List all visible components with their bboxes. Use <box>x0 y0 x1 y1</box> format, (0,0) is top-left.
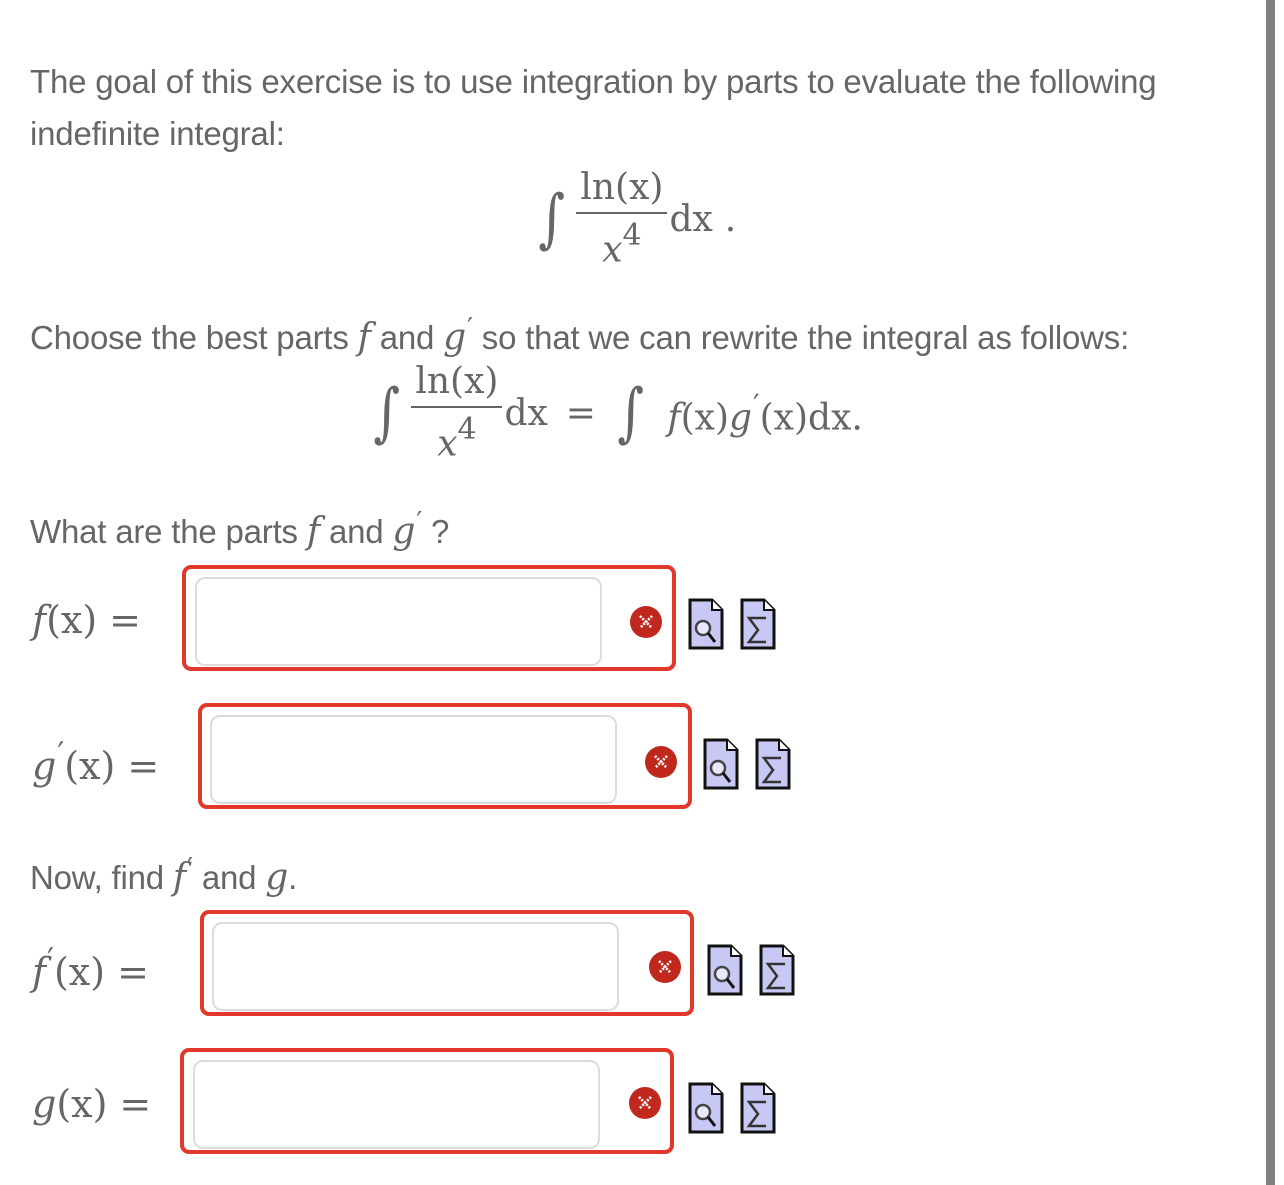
period: . <box>724 198 737 240</box>
error-highlight-f <box>182 565 676 671</box>
integral-sign-icon: ∫ <box>538 182 566 257</box>
intro-text-line2: indefinite integral: <box>30 115 285 152</box>
f-input[interactable] <box>195 577 602 666</box>
label-g: g(x)= <box>32 1082 152 1126</box>
fraction-numerator: ln(x) <box>580 167 664 208</box>
intro-text-line1: The goal of this exercise is to use inte… <box>30 63 1157 100</box>
equation-editor-sigma-icon[interactable] <box>759 944 795 996</box>
error-x-icon <box>645 746 677 778</box>
integral-rewrite-display: ∫ ln(x) x4 dx = ∫ f(x)g′(x)dx. <box>373 361 863 465</box>
error-highlight-f-prime <box>200 910 694 1016</box>
label-f: f(x)= <box>32 598 142 642</box>
integral-sign-icon: ∫ <box>617 376 644 451</box>
integral-sign-icon: ∫ <box>373 376 401 451</box>
rewrite-integrand: f(x)g′(x)dx. <box>667 388 863 439</box>
question-text: What are the parts f and g′ ? <box>30 506 450 553</box>
f-prime-input[interactable] <box>212 922 619 1011</box>
label-f-prime: f′(x)= <box>32 943 149 995</box>
label-g-prime: g′(x)= <box>32 737 160 789</box>
error-x-icon <box>649 951 681 983</box>
preview-magnifier-icon[interactable] <box>688 598 724 650</box>
error-highlight-g-prime <box>198 703 692 809</box>
now-find-text: Now, find f′ and g. <box>30 852 298 899</box>
fraction-denominator: x4 <box>602 218 642 271</box>
preview-magnifier-icon[interactable] <box>707 944 743 996</box>
fraction: ln(x) x4 <box>576 167 668 271</box>
vertical-scrollbar[interactable] <box>1266 0 1275 1185</box>
equation-editor-sigma-icon[interactable] <box>755 738 791 790</box>
choose-text: Choose the best parts f and g′ so that w… <box>30 312 1130 359</box>
error-x-icon <box>630 606 662 638</box>
fraction-bar <box>576 212 668 214</box>
integral-display: ∫ ln(x) x4 dx . <box>535 168 736 271</box>
equation-editor-sigma-icon[interactable] <box>740 598 776 650</box>
fraction: ln(x) x4 <box>411 362 503 465</box>
equation-editor-sigma-icon[interactable] <box>740 1082 776 1134</box>
error-x-icon <box>629 1087 661 1119</box>
equals-sign: = <box>565 392 596 434</box>
preview-magnifier-icon[interactable] <box>688 1082 724 1134</box>
error-highlight-g <box>180 1048 674 1154</box>
g-input[interactable] <box>193 1060 600 1149</box>
g-prime-input[interactable] <box>210 715 617 804</box>
differential: dx <box>669 198 713 240</box>
preview-magnifier-icon[interactable] <box>703 738 739 790</box>
